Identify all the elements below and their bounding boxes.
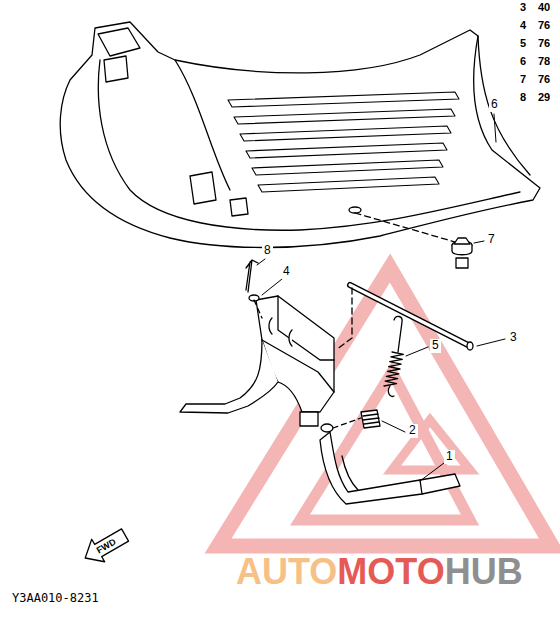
table-cell: 3: [520, 1, 526, 14]
bolt: [452, 238, 472, 268]
table-cell: 6: [520, 55, 526, 68]
bushing: [361, 410, 380, 428]
table-cell: 76: [538, 19, 550, 32]
table-cell: 7: [520, 73, 526, 86]
forward-arrow: [79, 524, 132, 570]
drawing-code: Y3AA010-8231: [12, 592, 99, 606]
stand-lever: [320, 432, 460, 504]
table-cell: 40: [538, 1, 550, 14]
table-cell: 8: [520, 91, 526, 104]
watermark: AUTO: [236, 551, 337, 592]
watermark: HUB: [445, 551, 523, 592]
watermark: MOTO: [337, 551, 444, 592]
callout-number: 5: [430, 339, 441, 353]
table-cell: 5: [520, 37, 526, 50]
callout-number: 8: [262, 244, 273, 258]
callout-number: 1: [444, 450, 455, 464]
table-cell: 4: [520, 19, 526, 32]
callout-number: 3: [508, 331, 519, 345]
table-cell: 29: [538, 91, 550, 104]
callout-number: 6: [489, 98, 500, 112]
watermark-logo: [218, 268, 552, 546]
stand-shaft: [350, 285, 473, 350]
center-stand: [180, 296, 334, 432]
cotter-pin: [246, 260, 258, 292]
table-cell: 76: [538, 73, 550, 86]
arrow-label: FWD: [95, 536, 118, 555]
return-spring: [384, 316, 403, 396]
callout-number: 4: [281, 265, 292, 279]
table-cell: 78: [538, 55, 550, 68]
callout-number: 2: [407, 424, 418, 438]
table-cell: 76: [538, 37, 550, 50]
floor-panel: [60, 22, 540, 248]
callout-number: 7: [486, 233, 497, 247]
